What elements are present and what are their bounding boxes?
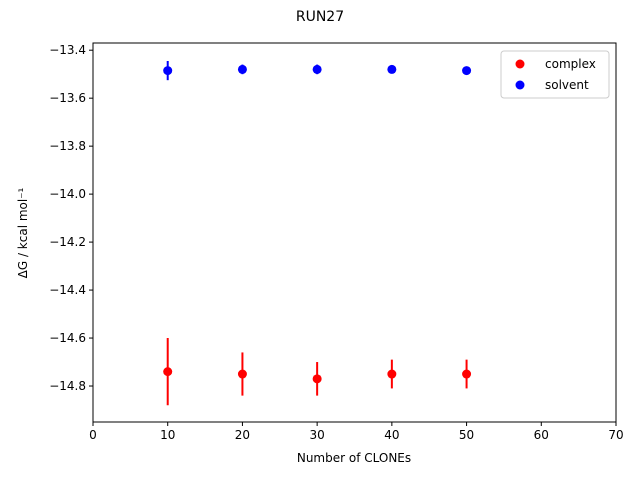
x-tick-label: 20 <box>235 428 250 442</box>
y-tick-label: −14.2 <box>49 235 86 249</box>
x-axis: 0 10 20 30 40 50 60 70 <box>89 422 624 442</box>
complex-point <box>387 369 397 379</box>
y-tick-label: −14.0 <box>49 187 86 201</box>
solvent-point <box>462 66 472 76</box>
x-tick-label: 40 <box>384 428 399 442</box>
complex-point <box>312 374 322 384</box>
y-tick-label: −13.6 <box>49 91 86 105</box>
y-tick-label: −14.8 <box>49 379 86 393</box>
solvent-point <box>387 64 397 74</box>
solvent-point <box>237 64 247 74</box>
legend-box <box>500 50 610 99</box>
plot-frame <box>92 42 617 423</box>
legend-label-complex: complex <box>545 57 596 71</box>
legend: complex solvent <box>500 50 610 99</box>
x-tick-label: 0 <box>89 428 97 442</box>
x-tick-label: 50 <box>459 428 474 442</box>
chart-title: RUN27 <box>296 9 344 25</box>
y-axis-label: ΔG / kcal mol⁻¹ <box>16 187 30 278</box>
x-axis-label: Number of CLONEs <box>297 451 411 465</box>
legend-marker-solvent <box>515 80 525 90</box>
x-tick-label: 70 <box>608 428 623 442</box>
complex-point <box>163 367 173 377</box>
y-axis: −13.4 −13.6 −13.8 −14.0 −14.2 −14.4 −14.6 −14.8 <box>49 43 93 393</box>
y-tick-label: −13.8 <box>49 139 86 153</box>
complex-point <box>237 369 247 379</box>
legend-label-solvent: solvent <box>545 78 589 92</box>
legend-marker-complex <box>515 59 525 69</box>
y-tick-label: −13.4 <box>49 43 86 57</box>
y-tick-label: −14.4 <box>49 283 86 297</box>
x-tick-label: 30 <box>310 428 325 442</box>
complex-point <box>462 369 472 379</box>
solvent-point <box>163 66 173 76</box>
x-tick-label: 10 <box>160 428 175 442</box>
plot-area <box>163 60 472 406</box>
solvent-point <box>312 64 322 74</box>
x-tick-label: 60 <box>534 428 549 442</box>
y-tick-label: −14.6 <box>49 331 86 345</box>
